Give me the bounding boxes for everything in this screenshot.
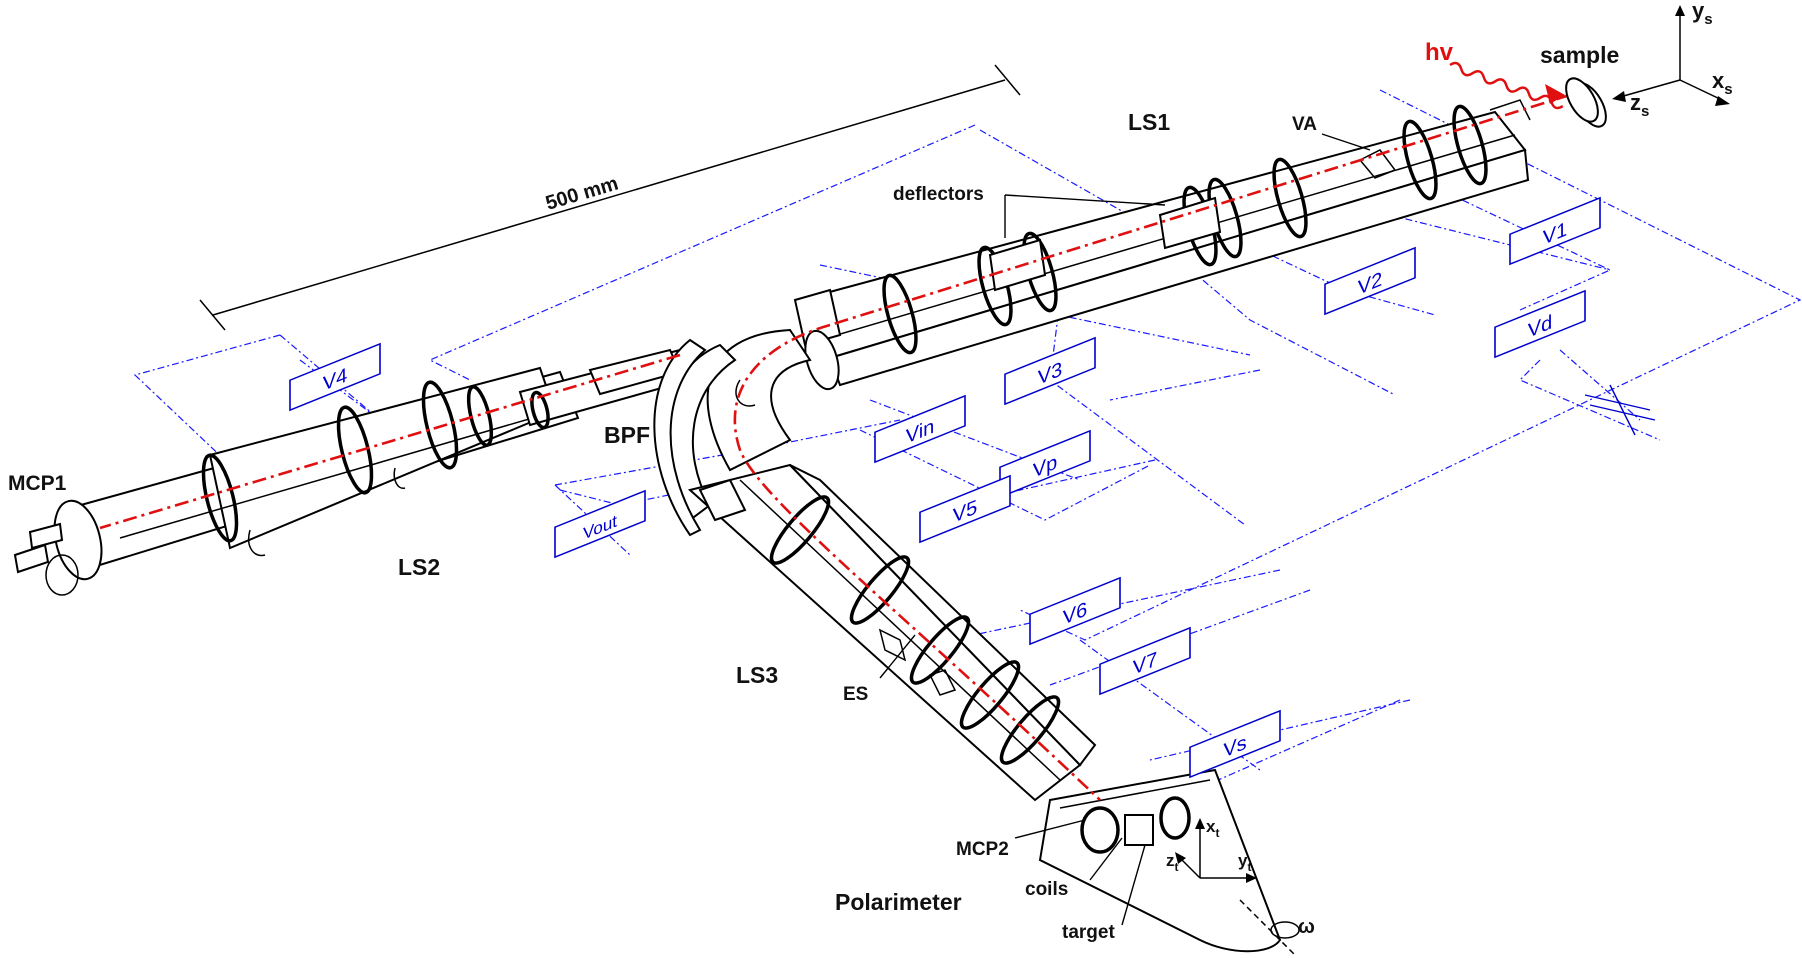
photon-hv: hv: [1425, 39, 1565, 110]
voltage-v5: V5: [919, 474, 1011, 544]
axis-xs-label: xs: [1712, 68, 1733, 98]
mcp2-label: MCP2: [956, 839, 1009, 860]
voltage-v2: V2: [1324, 246, 1416, 316]
sample-disk: [1565, 77, 1607, 128]
scale-label: 500 mm: [543, 173, 621, 215]
ground-symbol: [1584, 384, 1656, 436]
voltage-vp: Vp: [999, 429, 1091, 499]
voltage-v1: V1: [1509, 196, 1601, 266]
mcp1-label: MCP1: [8, 472, 67, 495]
vs-label: Vs: [1223, 731, 1246, 763]
hv-label: hv: [1425, 39, 1454, 66]
target-axes: xt yt zt: [1166, 817, 1257, 883]
axis-zs-label: zs: [1630, 90, 1649, 120]
ls2-lens-system: [68, 348, 692, 570]
ls3-lens-system: [687, 463, 1097, 802]
voltage-v4: V4: [289, 342, 381, 412]
axis-zt-label: zt: [1166, 851, 1179, 874]
va-label: VA: [1292, 114, 1317, 135]
ls3-label: LS3: [736, 662, 778, 688]
axis-ys-label: ys: [1692, 0, 1713, 28]
mcp1-detector: [13, 499, 103, 596]
voltage-v7: V7: [1099, 626, 1191, 696]
axis-xt-label: xt: [1206, 817, 1219, 840]
es-label: ES: [843, 684, 868, 705]
sample-axes: ys xs zs: [1612, 0, 1733, 120]
polarimeter-chamber: [1038, 768, 1300, 956]
target-label: target: [1062, 922, 1115, 943]
ls1-lens-system: [793, 99, 1531, 391]
voltage-vout: Vout: [554, 489, 646, 559]
polarimeter-label: Polarimeter: [835, 889, 962, 915]
voltage-vd: Vd: [1494, 289, 1586, 359]
bpf-label: BPF: [604, 422, 650, 448]
voltage-v3: V3: [1004, 336, 1096, 406]
omega-label: ω: [1298, 916, 1315, 938]
leader-lines: [879, 133, 1371, 926]
voltage-vs: Vs: [1189, 709, 1281, 779]
axis-yt-label: yt: [1238, 851, 1251, 874]
sample-label: sample: [1540, 42, 1619, 68]
coils-label: coils: [1025, 879, 1068, 900]
ls1-label: LS1: [1128, 109, 1170, 135]
deflectors-label: deflectors: [893, 184, 984, 205]
electron-beam: [99, 93, 1571, 801]
voltage-v6: V6: [1029, 576, 1121, 646]
ls2-label: LS2: [398, 554, 440, 580]
voltage-vin: Vin: [874, 394, 966, 464]
bpf-filter: [653, 328, 812, 537]
